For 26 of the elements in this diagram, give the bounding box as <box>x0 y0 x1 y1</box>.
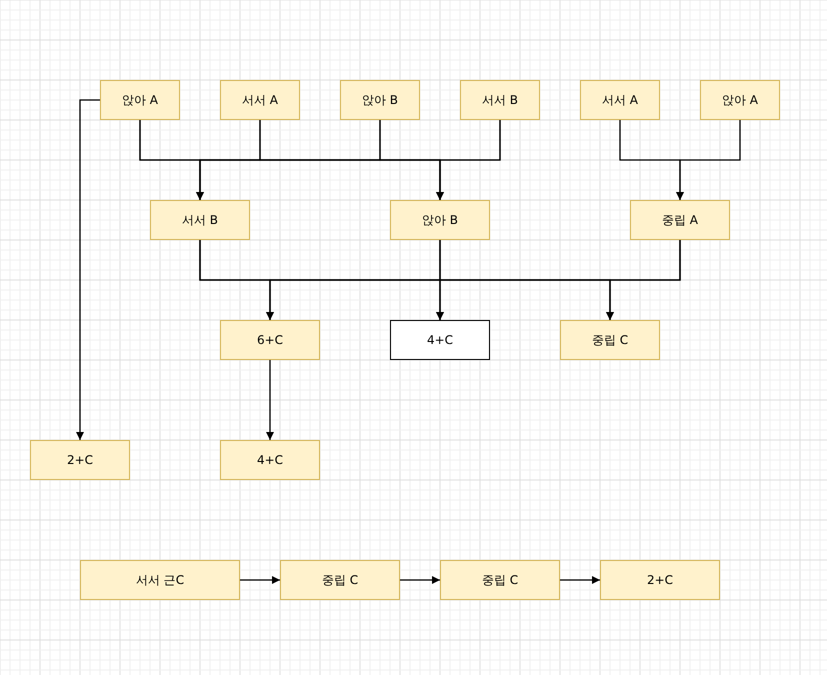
process-box: 2+C <box>600 560 720 600</box>
arrow <box>400 576 440 584</box>
process-box: 서서 B <box>460 80 540 120</box>
arrow <box>76 99 100 440</box>
arrow <box>606 240 681 320</box>
process-box: 중립 A <box>630 200 730 240</box>
process-box: 서서 근C <box>80 560 240 600</box>
process-box: 2+C <box>30 440 130 480</box>
process-box: 중립 C <box>560 320 660 360</box>
process-box: 앉아 B <box>340 80 420 120</box>
process-box: 4+C <box>220 440 320 480</box>
process-box: 앉아 A <box>700 80 780 120</box>
process-box: 중립 C <box>280 560 400 600</box>
process-box: 서서 B <box>150 200 250 240</box>
process-box: 앉아 A <box>100 80 180 120</box>
arrow <box>266 360 274 440</box>
arrow <box>240 576 280 584</box>
process-box: 4+C <box>390 320 490 360</box>
process-box: 중립 C <box>440 560 560 600</box>
arrow <box>436 120 501 200</box>
process-box: 앉아 B <box>390 200 490 240</box>
arrow <box>676 120 741 200</box>
process-box: 서서 A <box>220 80 300 120</box>
process-box: 6+C <box>220 320 320 360</box>
arrow <box>560 576 600 584</box>
process-box: 서서 A <box>580 80 660 120</box>
